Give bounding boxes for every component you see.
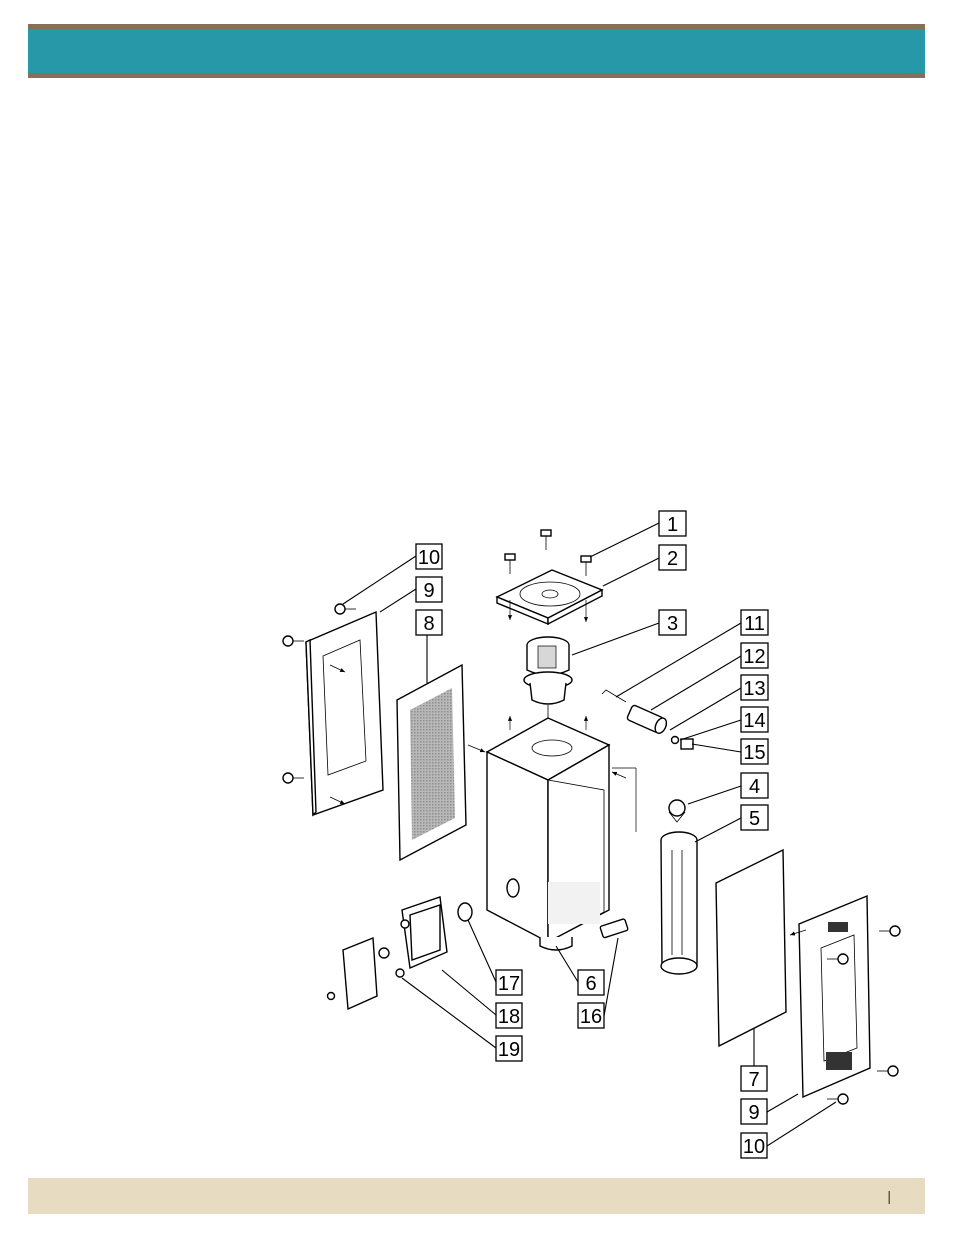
svg-text:12: 12 [743, 646, 765, 668]
callout-10-bottom: 10 [741, 1133, 767, 1158]
svg-text:16: 16 [580, 1006, 602, 1028]
svg-text:17: 17 [498, 973, 520, 995]
callout-4: 4 [741, 773, 768, 798]
leader-16 [604, 938, 618, 1016]
callout-6: 6 [578, 970, 604, 995]
svg-text:18: 18 [498, 1006, 520, 1028]
svg-text:15: 15 [743, 742, 765, 764]
svg-text:2: 2 [667, 548, 678, 570]
svg-text:4: 4 [749, 776, 760, 798]
svg-text:3: 3 [667, 613, 678, 635]
leader-19 [402, 978, 496, 1048]
footer-bar: | [28, 1178, 925, 1214]
leader-5 [695, 818, 741, 842]
float-stop-part [669, 800, 685, 822]
svg-text:14: 14 [743, 710, 765, 732]
leader-10b [767, 1102, 836, 1146]
callout-9-bottom: 9 [741, 1099, 767, 1124]
svg-text:5: 5 [749, 808, 760, 830]
callout-1: 1 [659, 511, 686, 536]
page-marker: | [887, 1188, 891, 1204]
leader-6 [556, 946, 578, 982]
leader-9a [380, 589, 416, 612]
svg-text:7: 7 [748, 1069, 759, 1091]
right-bezel-panel [799, 896, 870, 1097]
svg-text:9: 9 [423, 580, 434, 602]
leader-15 [692, 744, 741, 752]
leader-10a [343, 556, 416, 604]
leader-3 [572, 623, 659, 655]
valve-assembly [524, 637, 572, 718]
leader-4 [688, 786, 741, 804]
leader-9b [767, 1094, 798, 1112]
leader-17 [468, 920, 496, 982]
leader-2 [603, 558, 659, 586]
callout-11: 11 [741, 610, 768, 635]
svg-text:10: 10 [743, 1136, 765, 1158]
callout-16: 16 [578, 1003, 604, 1028]
svg-text:9: 9 [748, 1102, 759, 1124]
callout-15: 15 [741, 739, 768, 764]
leader-1 [590, 523, 659, 557]
flow-tube [661, 832, 697, 974]
callout-19: 19 [496, 1036, 522, 1061]
svg-text:6: 6 [585, 973, 596, 995]
callout-17: 17 [496, 970, 522, 995]
left-bezel-panel [306, 612, 383, 815]
left-gasket-panel [397, 665, 466, 860]
enclosure-body [487, 718, 609, 950]
callout-9-top: 9 [416, 577, 442, 602]
callout-5: 5 [741, 805, 768, 830]
svg-text:10: 10 [418, 547, 440, 569]
svg-text:8: 8 [423, 613, 434, 635]
callout-8: 8 [416, 610, 442, 635]
callout-10-top: 10 [416, 544, 442, 569]
svg-text:13: 13 [743, 678, 765, 700]
callout-2: 2 [659, 545, 686, 570]
svg-text:1: 1 [667, 514, 678, 536]
svg-text:11: 11 [744, 613, 765, 635]
callout-13: 13 [741, 675, 768, 700]
callout-18: 18 [496, 1003, 522, 1028]
leader-12 [651, 656, 741, 710]
svg-text:19: 19 [498, 1039, 520, 1061]
callout-12: 12 [741, 643, 768, 668]
callout-14: 14 [741, 707, 768, 732]
callout-7: 7 [741, 1066, 767, 1091]
sensor-parts [602, 690, 693, 749]
leader-18 [442, 970, 496, 1015]
callout-3: 3 [659, 610, 686, 635]
right-gasket-panel [716, 850, 786, 1046]
leader-14 [680, 720, 741, 740]
